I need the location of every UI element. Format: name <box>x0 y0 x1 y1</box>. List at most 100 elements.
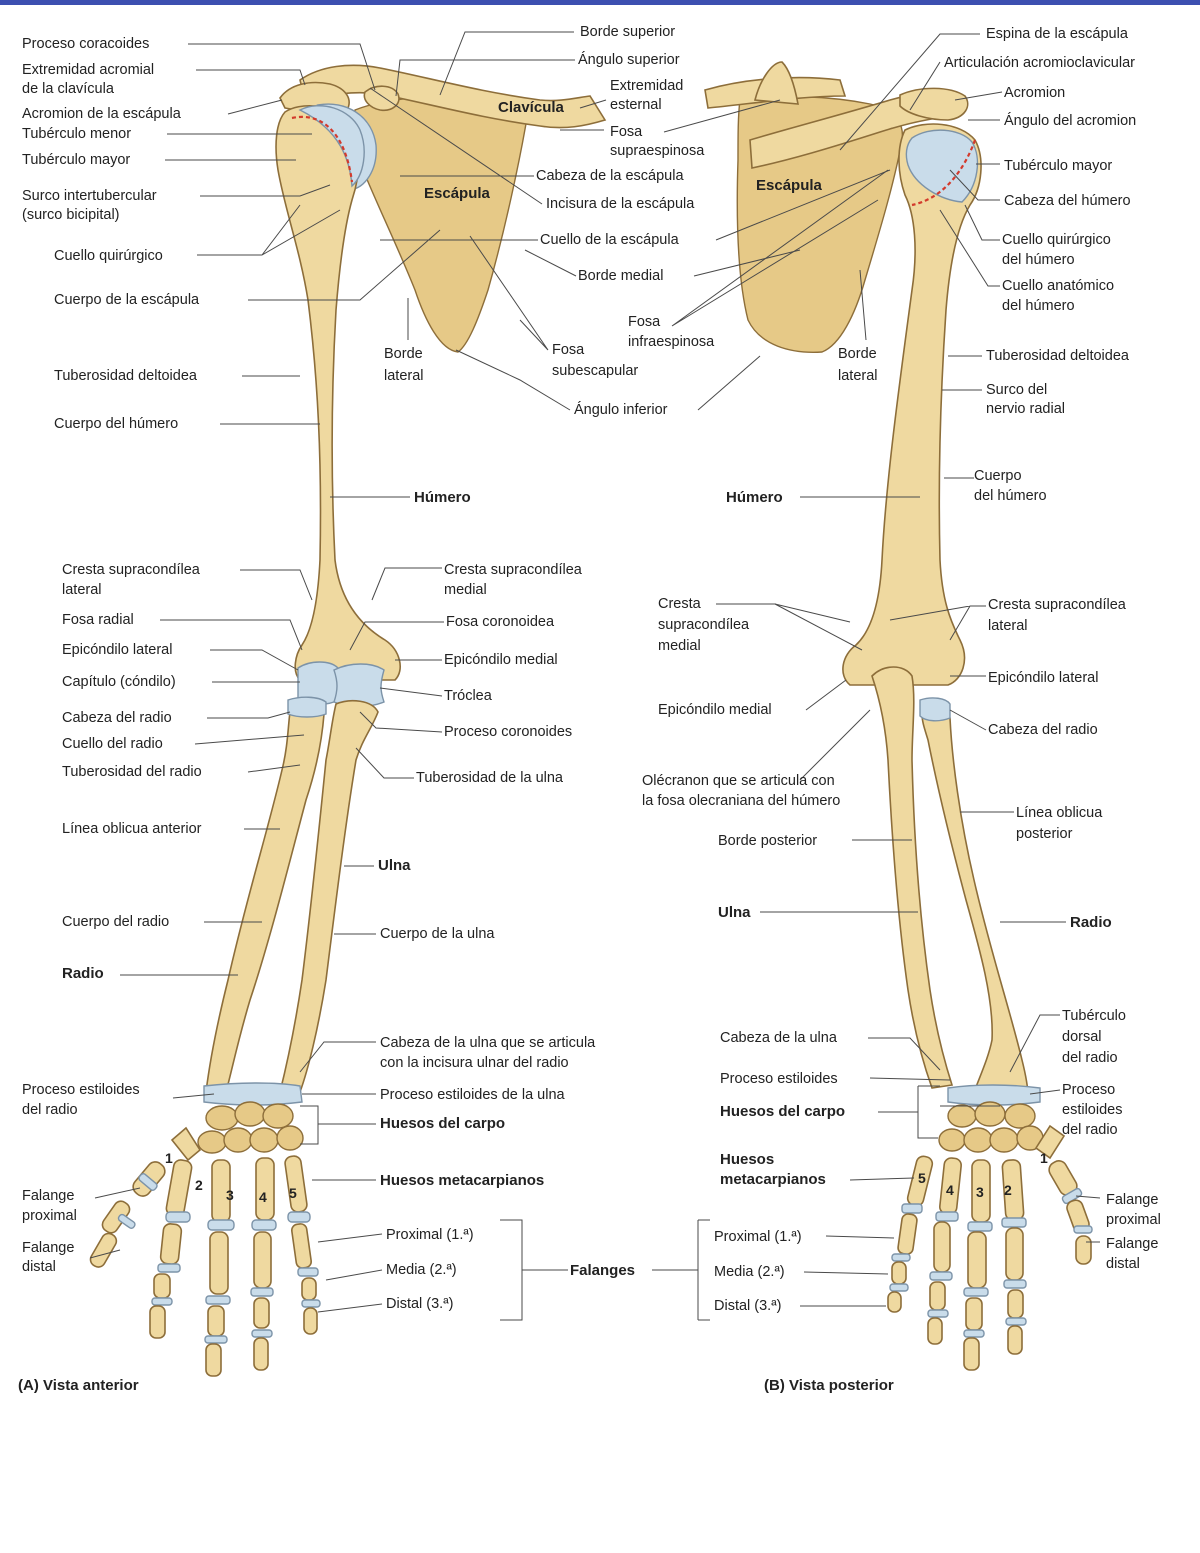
label-cresta-lat-a-2: lateral <box>62 582 102 598</box>
label-tuberculo-menor: Tubérculo menor <box>22 126 131 142</box>
posterior-wrist-cartilage <box>947 1084 1041 1106</box>
anterior-fingers <box>89 1126 321 1377</box>
posterior-carpals <box>938 1101 1044 1153</box>
label-angulo-acromion: Ángulo del acromion <box>1004 112 1136 129</box>
anterior-epiphyseal-line <box>291 115 354 183</box>
label-angulo-superior: Ángulo superior <box>578 51 680 68</box>
posterior-digit-5: 5 <box>918 1170 926 1186</box>
label-cuello-anatomico-1: Cuello anatómico <box>1002 278 1114 294</box>
label-proximal-a: Proximal (1.ª) <box>386 1227 474 1243</box>
label-tuberosidad-deltoidea: Tuberosidad deltoidea <box>54 368 198 384</box>
anterior-radius-head-cartilage <box>287 696 327 718</box>
label-metacarpianos-b-1: Huesos <box>720 1151 774 1168</box>
label-falange-proximal-a-1: Falange <box>22 1188 74 1204</box>
label-cresta-lat-b-2: lateral <box>988 618 1028 634</box>
posterior-digit-4: 4 <box>946 1182 954 1198</box>
label-cuerpo-escapula: Cuerpo de la escápula <box>54 292 200 308</box>
label-olecranon-2: la fosa olecraniana del húmero <box>642 793 840 809</box>
label-estiloides-radio-a-1: Proceso estiloides <box>22 1082 140 1098</box>
label-tuberculo-dorsal-3: del radio <box>1062 1050 1118 1066</box>
label-cuello-quirurgico-b-1: Cuello quirúrgico <box>1002 232 1111 248</box>
anterior-scapula <box>354 94 529 353</box>
caption-vista-posterior: (B) Vista posterior <box>764 1377 894 1394</box>
posterior-labels: Espina de la escápula Articulación acrom… <box>628 26 1161 1394</box>
label-tuberculo-mayor: Tubérculo mayor <box>22 152 130 168</box>
label-tuberosidad-radio: Tuberosidad del radio <box>62 764 202 780</box>
anterior-digit-2: 2 <box>195 1177 203 1193</box>
label-cabeza-radio-b: Cabeza del radio <box>988 722 1098 738</box>
posterior-ulna <box>871 666 954 1089</box>
label-cuello-escapula: Cuello de la escápula <box>540 232 680 248</box>
label-metacarpianos-b-2: metacarpianos <box>720 1171 826 1188</box>
label-epicondilo-lateral-b: Epicóndilo lateral <box>988 670 1098 686</box>
label-carpo-b: Huesos del carpo <box>720 1103 845 1120</box>
anterior-wrist-cartilage <box>203 1082 303 1106</box>
label-humero-b: Húmero <box>726 489 783 506</box>
label-falange-proximal-b-1: Falange <box>1106 1192 1158 1208</box>
caption-vista-anterior: (A) Vista anterior <box>18 1377 139 1394</box>
label-cuerpo-humero-b-1: Cuerpo <box>974 468 1022 484</box>
label-extremidad-acromial-1: Extremidad acromial <box>22 62 154 78</box>
label-clavicula: Clavícula <box>498 99 565 116</box>
posterior-radius-head-cartilage <box>919 697 951 722</box>
label-cabeza-ulna-a-1: Cabeza de la ulna que se articula <box>380 1035 596 1051</box>
label-surco-nervio-radial-1: Surco del <box>986 382 1047 398</box>
leader-lines <box>89 31 1101 1321</box>
label-fosa-subescapular-1: Fosa <box>552 342 585 358</box>
label-espina-escapula: Espina de la escápula <box>986 26 1129 42</box>
label-falange-distal-b-1: Falange <box>1106 1236 1158 1252</box>
label-falange-distal-a-2: distal <box>22 1259 56 1275</box>
label-extremidad-esternal-2: esternal <box>610 97 662 113</box>
posterior-view: 5 4 3 2 1 <box>704 61 1093 1371</box>
label-surco-intertubercular-2: (surco bicipital) <box>22 207 120 223</box>
label-borde-superior: Borde superior <box>580 24 675 40</box>
label-falange-proximal-b-2: proximal <box>1106 1212 1161 1228</box>
posterior-digit-3: 3 <box>976 1184 984 1200</box>
label-borde-lateral-b-2: lateral <box>838 368 878 384</box>
anterior-ulna <box>278 699 379 1093</box>
posterior-superior-angle <box>753 61 799 105</box>
label-cabeza-escapula: Cabeza de la escápula <box>536 168 684 184</box>
label-cuello-radio: Cuello del radio <box>62 736 163 752</box>
label-media-a: Media (2.ª) <box>386 1262 457 1278</box>
label-cuerpo-ulna: Cuerpo de la ulna <box>380 926 495 942</box>
label-cresta-med-b-2: supracondílea <box>658 617 750 633</box>
posterior-digit-2: 2 <box>1004 1182 1012 1198</box>
anterior-humeral-head-cartilage <box>298 105 365 188</box>
label-estiloides-radio-a-2: del radio <box>22 1102 78 1118</box>
label-borde-posterior: Borde posterior <box>718 833 817 849</box>
label-incisura-escapula: Incisura de la escápula <box>546 196 695 212</box>
label-cresta-med-a-1: Cresta supracondílea <box>444 562 583 578</box>
label-surco-nervio-radial-2: nervio radial <box>986 401 1065 417</box>
label-linea-oblicua-anterior: Línea oblicua anterior <box>62 821 202 837</box>
label-falange-distal-b-2: distal <box>1106 1256 1140 1272</box>
label-cuello-quirurgico: Cuello quirúrgico <box>54 248 163 264</box>
label-cresta-lat-b-1: Cresta supracondílea <box>988 597 1127 613</box>
label-fosa-supraespinosa-1: Fosa <box>610 124 643 140</box>
label-fosa-infraespinosa-1: Fosa <box>628 314 661 330</box>
anterior-digit-5: 5 <box>289 1185 297 1201</box>
label-proceso-coronoides: Proceso coronoides <box>444 724 572 740</box>
anterior-digit-4: 4 <box>259 1189 267 1205</box>
label-distal-a: Distal (3.ª) <box>386 1296 453 1312</box>
top-accent-bar <box>0 0 1200 5</box>
label-troclea: Tróclea <box>444 688 493 704</box>
label-linea-oblicua-posterior-1: Línea oblicua <box>1016 805 1103 821</box>
posterior-fingers <box>887 1124 1093 1371</box>
label-cuerpo-radio: Cuerpo del radio <box>62 914 169 930</box>
label-angulo-inferior: Ángulo inferior <box>574 401 668 418</box>
anterior-labels: Proceso coracoides Extremidad acromial d… <box>18 24 705 1394</box>
label-radio-b: Radio <box>1070 914 1112 931</box>
label-estiloides-radio-b-2: estiloides <box>1062 1102 1122 1118</box>
label-acromion-b: Acromion <box>1004 85 1065 101</box>
label-ulna-b: Ulna <box>718 904 751 921</box>
label-cabeza-ulna-a-2: con la incisura ulnar del radio <box>380 1055 569 1071</box>
label-fosa-supraespinosa-2: supraespinosa <box>610 143 705 159</box>
posterior-epiphyseal-line <box>911 139 977 207</box>
label-humero-a: Húmero <box>414 489 471 506</box>
anterior-trochlea-cartilage <box>333 663 385 708</box>
label-borde-lateral-a-1: Borde <box>384 346 423 362</box>
label-estiloides-radio-b-1: Proceso <box>1062 1082 1115 1098</box>
label-linea-oblicua-posterior-2: posterior <box>1016 826 1073 842</box>
